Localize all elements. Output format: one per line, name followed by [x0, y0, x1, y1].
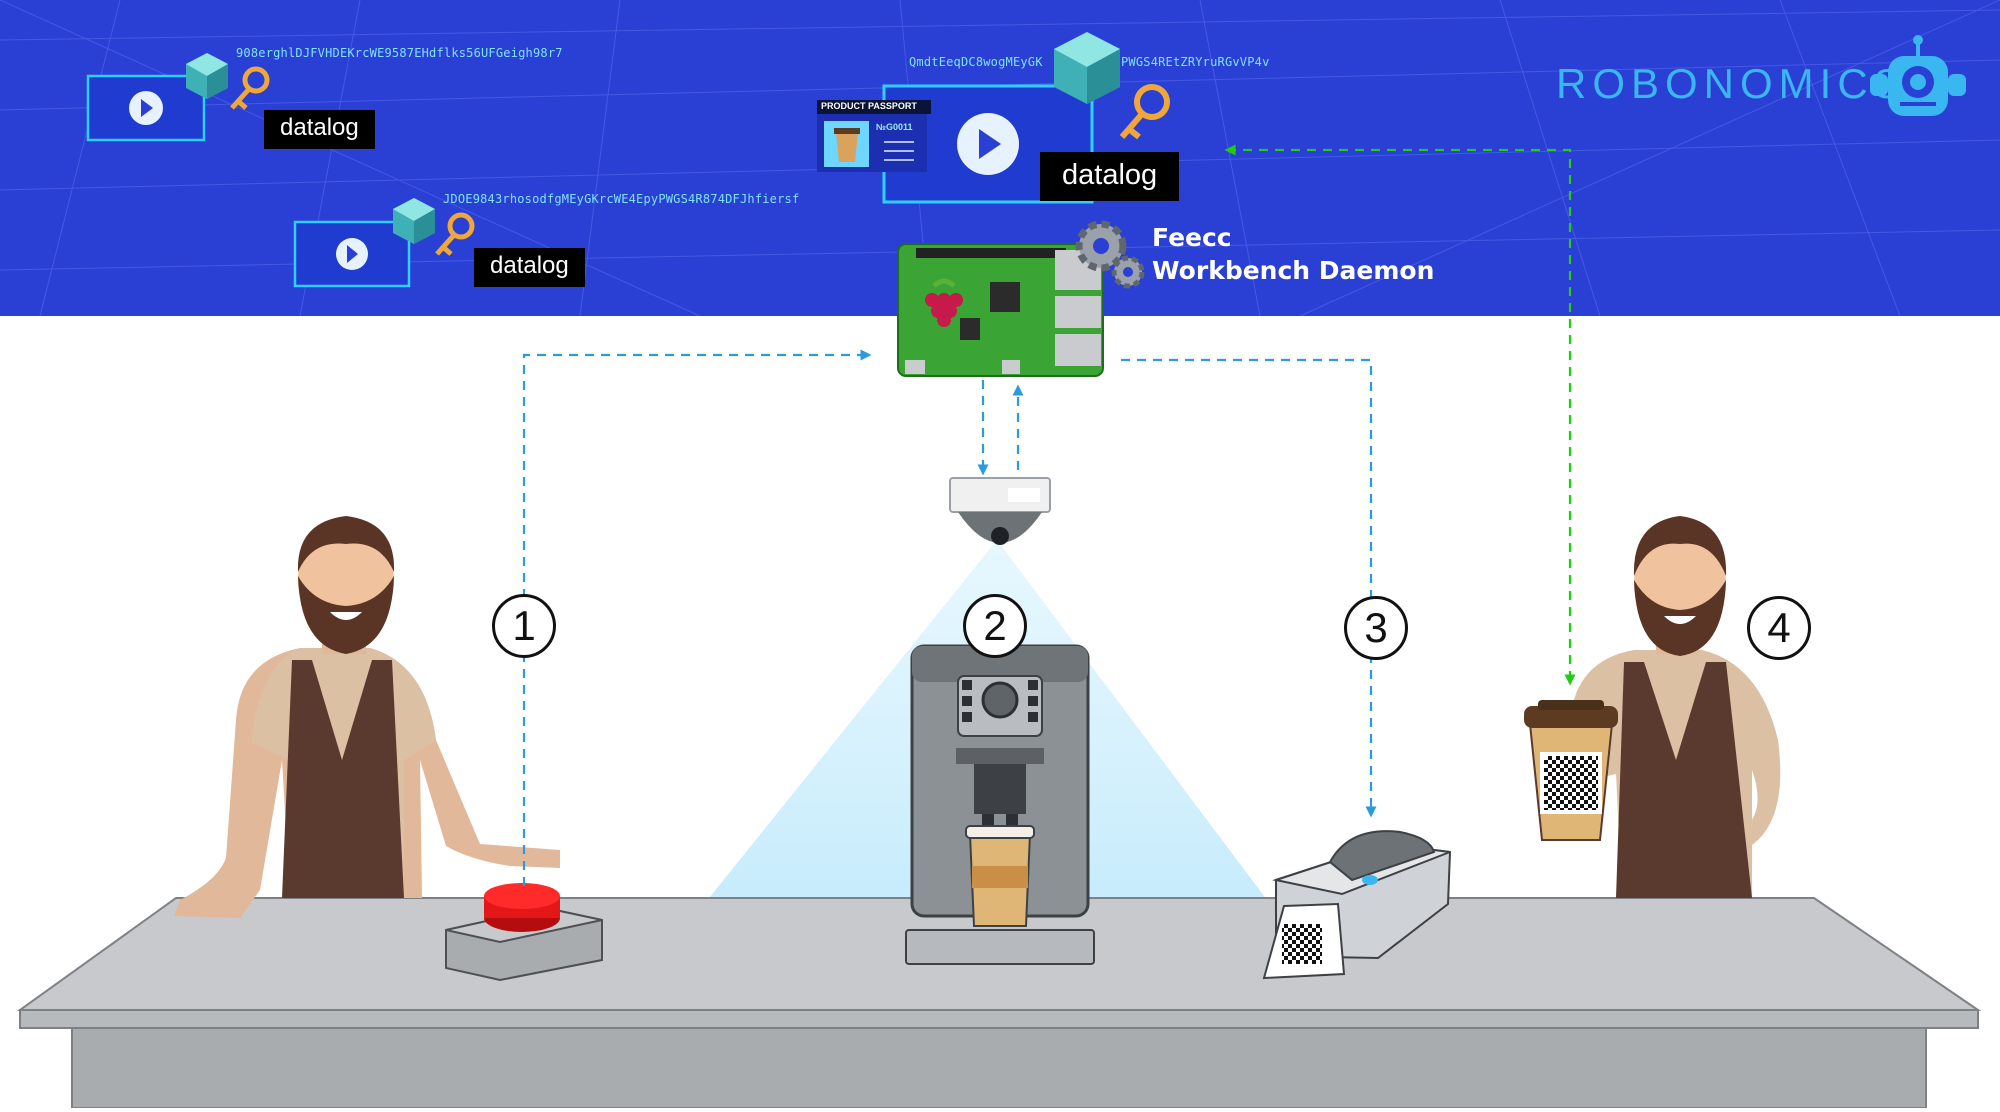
- flow-arrows: [522, 144, 1576, 886]
- step-3-badge: 3: [1344, 596, 1408, 660]
- step-2-badge: 2: [963, 594, 1027, 658]
- raspberry-pi-board: [897, 243, 1104, 377]
- datalog-video-2[interactable]: [293, 220, 411, 288]
- datalog-label-3: datalog: [1040, 152, 1180, 201]
- datalog-label-1: datalog: [264, 110, 375, 149]
- barista-right: [1570, 516, 1781, 898]
- gear-icon: [1075, 220, 1145, 289]
- datalog-hash-2: JDOE9843rhosodfgMEyGKrcWE4EpyPWGS4R874DF…: [443, 192, 800, 206]
- daemon-label-line1: Feecc: [1152, 223, 1232, 252]
- datalog-video-1[interactable]: [86, 74, 206, 142]
- datalog-hash-3a: QmdtEeqDC8wogMEyGK: [909, 55, 1043, 69]
- daemon-label-line2: Workbench Daemon: [1152, 256, 1435, 285]
- block-cube-icon: [1054, 32, 1120, 104]
- daemon-label: Feecc Workbench Daemon: [1152, 221, 1434, 287]
- step-1-badge: 1: [492, 594, 556, 658]
- play-icon: [979, 129, 1001, 159]
- key-icon: [1119, 84, 1170, 140]
- datalog-label-2: datalog: [474, 248, 585, 287]
- brand-name: ROBONOMICS: [1556, 60, 1908, 107]
- play-icon: [347, 245, 358, 263]
- datalog-hash-3b: PWGS4REtZRYruRGvVP4v: [1121, 55, 1270, 69]
- key-icon: [435, 212, 475, 256]
- robonomics-robot-icon: [1870, 35, 1966, 116]
- block-cube-icon: [393, 198, 435, 244]
- play-icon: [141, 99, 153, 117]
- printed-qr-receipt: [1262, 902, 1346, 980]
- order-red-button[interactable]: [445, 883, 603, 982]
- barista-left: [174, 516, 560, 918]
- arrow-button-to-daemon: [522, 349, 872, 886]
- arrow-customer-to-blockchain: [1224, 144, 1576, 686]
- qr-coffee-cup: [1524, 700, 1618, 841]
- product-passport-number: №G0011: [876, 122, 913, 132]
- block-cube-icon: [186, 53, 228, 99]
- step-4-badge: 4: [1747, 596, 1811, 660]
- coffee-machine: [905, 644, 1095, 965]
- key-icon: [230, 66, 270, 110]
- raspberry-logo: [925, 278, 963, 327]
- arrow-daemon-to-printer: [1121, 358, 1377, 818]
- coffee-cup: [965, 825, 1035, 927]
- datalog-hash-1: 908erghlDJFVHDEKrcWE9587EHdflks56UFGeigh…: [236, 46, 563, 60]
- dome-camera: [949, 477, 1051, 545]
- product-passport-title: PRODUCT PASSPORT: [817, 100, 931, 114]
